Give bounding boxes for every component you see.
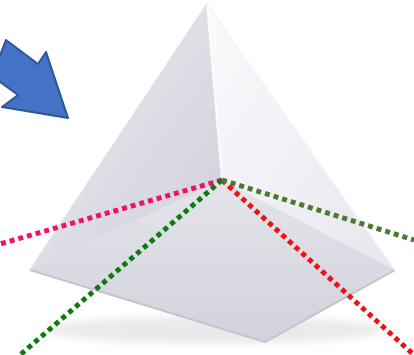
- dotted-lines: [0, 177, 414, 355]
- pyramid-base-edge: [29, 269, 396, 344]
- pyramid-front-edge: [206, 3, 223, 181]
- pyramid-left-edge: [29, 3, 208, 271]
- red-dotted-line: [220, 178, 414, 355]
- pyramid: [29, 3, 396, 344]
- blue-arrow-icon: [0, 39, 69, 119]
- pink-dotted-line: [0, 177, 223, 247]
- pyramid-left-face: [30, 4, 222, 270]
- olive-green-dotted-line-right: [221, 177, 414, 243]
- pyramid-base-face: [30, 180, 395, 342]
